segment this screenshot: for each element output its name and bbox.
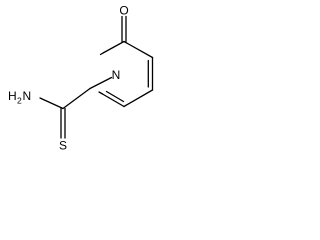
amine-nitrogen-label: N (23, 89, 32, 103)
chemical-structure: O N H 2 N S (8, 4, 154, 153)
carbonyl-double-bond (121, 15, 127, 43)
ring-bond-c2-c3 (123, 40, 154, 59)
ring-bond-c3-c4-double (147, 56, 154, 91)
ring-nitrogen-atom-label: N (112, 68, 121, 82)
amine-hydrogen-label: H (8, 89, 17, 103)
ring-bond-n1-c2 (102, 40, 125, 54)
oxygen-atom-label: O (119, 4, 128, 18)
ring-bond-c6-n1 (98, 91, 104, 95)
amine-hydrogen-count: 2 (17, 96, 22, 106)
ring-bond-c4-c5 (123, 89, 154, 108)
bond-ch2-c (62, 87, 91, 110)
ring-bond-c5-c6-double (101, 90, 125, 108)
bond-n1-ch2 (89, 76, 113, 90)
thiocarbonyl-double-bond (60, 107, 66, 139)
bond-c-nh2 (39, 97, 64, 110)
sulfur-atom-label: S (59, 139, 67, 153)
ring-bond-n1-upper (99, 52, 104, 56)
amine-group-label: H 2 N (8, 89, 31, 106)
